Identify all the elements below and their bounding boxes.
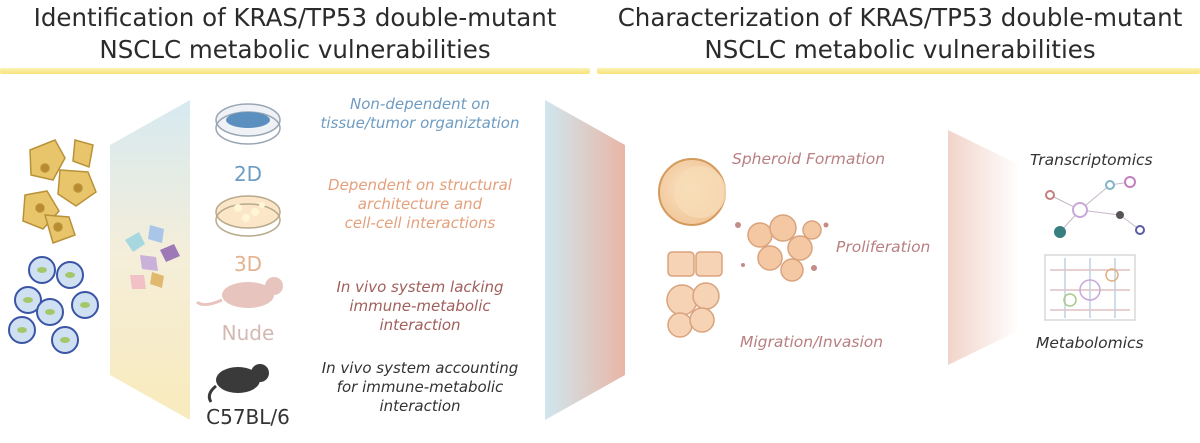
- left-title-line-2: NSCLC metabolic vulnerabilities: [99, 35, 491, 64]
- spheroid-formation-label: Spheroid Formation: [732, 150, 886, 168]
- blue-cell-nuclei: [17, 267, 90, 343]
- model-name-3d: 3D: [233, 252, 263, 276]
- transcriptomics-nodes: [1045, 176, 1145, 238]
- 3d-culture-dish-icon: [215, 195, 281, 237]
- nude-mouse-icon: [196, 277, 283, 308]
- migration-invasion-label: Migration/Invasion: [740, 333, 884, 351]
- model-description-2d: Non-dependent on tissue/tumor organiztat…: [300, 95, 540, 133]
- right-title-line-2: NSCLC metabolic vulnerabilities: [704, 35, 1096, 64]
- migration-cells-icon: [666, 251, 723, 338]
- proliferation-label: Proliferation: [836, 238, 931, 256]
- desc-3d-line-3: cell-cell interactions: [344, 214, 496, 232]
- desc-2d-line-1: Non-dependent on: [350, 95, 490, 113]
- proliferation-dots: [735, 222, 829, 271]
- spheroid-icon: [658, 158, 726, 226]
- metabolomics-map-icon: [1044, 254, 1136, 321]
- mixed-cells-icon: [125, 225, 180, 289]
- desc-3d-line-2: architecture and: [357, 195, 483, 213]
- model-name-2d: 2D: [233, 162, 263, 186]
- black-mouse-icon: [207, 364, 269, 403]
- left-title-underline: [0, 68, 590, 74]
- model-name-nude: Nude: [221, 321, 275, 345]
- desc-nude-line-1: In vivo system lacking: [336, 278, 504, 296]
- left-title-line-1: Identification of KRAS/TP53 double-mutan…: [33, 3, 557, 32]
- right-panel-title: Characterization of KRAS/TP53 double-mut…: [600, 2, 1200, 66]
- desc-2d-line-2: tissue/tumor organiztation: [320, 114, 520, 132]
- left-panel-title: Identification of KRAS/TP53 double-mutan…: [0, 2, 590, 66]
- desc-nude-line-3: interaction: [379, 316, 461, 334]
- right-funnel: [948, 130, 1020, 365]
- yellow-cell-line-icon: [22, 139, 97, 244]
- desc-nude-line-2: immune-metabolic: [349, 297, 491, 315]
- transcriptomics-label: Transcriptomics: [1030, 151, 1153, 169]
- right-title-line-1: Characterization of KRAS/TP53 double-mut…: [617, 3, 1183, 32]
- model-description-c57bl6: In vivo system accounting for immune-met…: [300, 359, 540, 416]
- model-description-nude: In vivo system lacking immune-metabolic …: [300, 278, 540, 335]
- 2d-culture-dish-icon: [215, 103, 281, 145]
- desc-c57-line-3: interaction: [379, 397, 461, 415]
- desc-c57-line-2: for immune-metabolic: [336, 378, 504, 396]
- metabolomics-label: Metabolomics: [1036, 334, 1144, 352]
- desc-3d-line-1: Dependent on structural: [328, 176, 512, 194]
- desc-c57-line-1: In vivo system accounting: [321, 359, 519, 377]
- right-title-underline: [597, 68, 1200, 74]
- transcriptomics-network-icon: [1049, 181, 1141, 233]
- proliferation-cells-icon: [747, 214, 822, 282]
- middle-funnel: [545, 100, 625, 420]
- model-name-c57bl6: C57BL/6: [206, 405, 290, 429]
- model-description-3d: Dependent on structural architecture and…: [300, 176, 540, 233]
